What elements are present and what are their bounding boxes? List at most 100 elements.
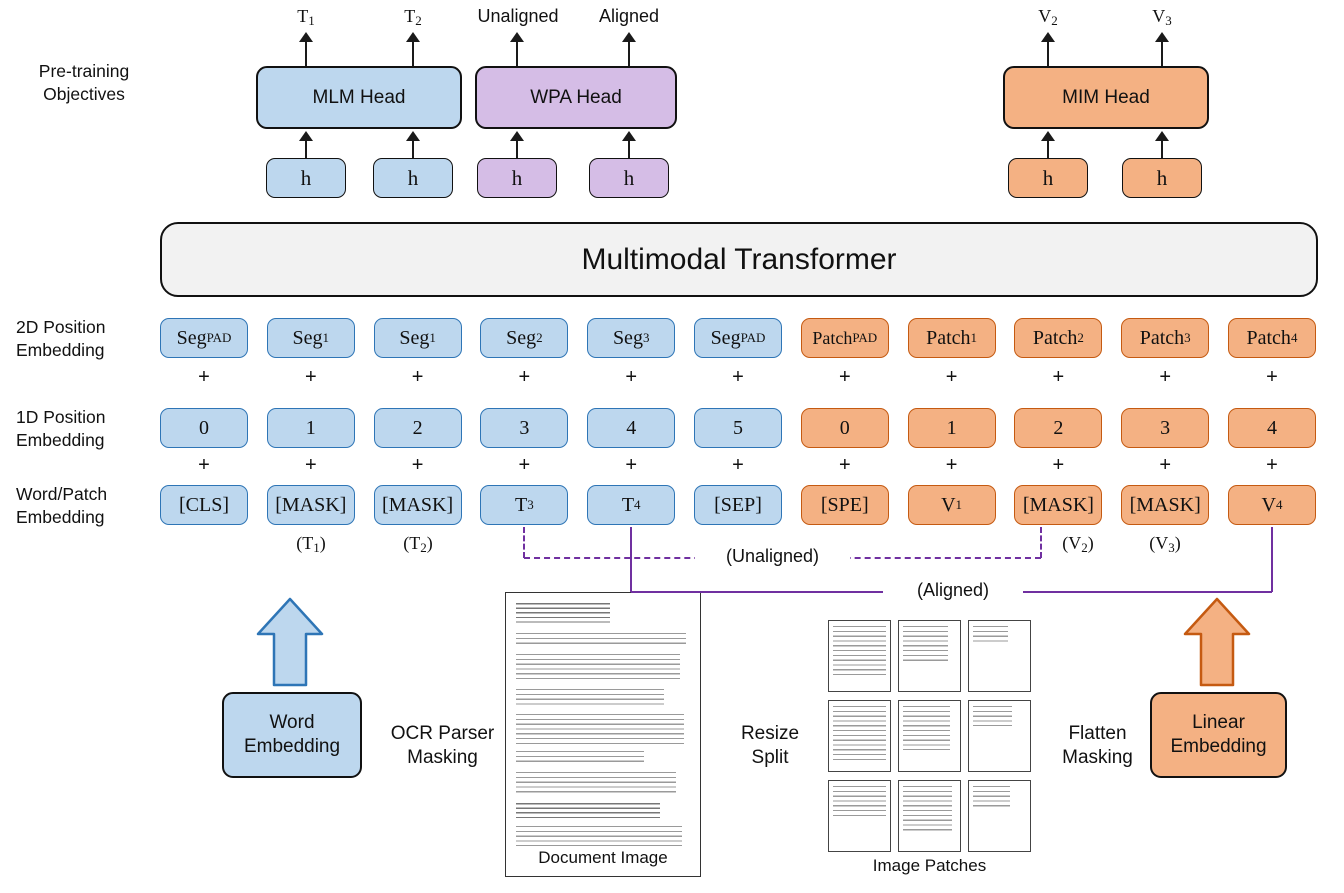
plus-sign: + [518,454,531,476]
plus-sign: + [518,366,531,388]
image-patch [898,700,961,772]
output-label-t2: T2 [404,6,422,28]
plus-sign: + [1159,366,1172,388]
token-pos1d-1: 1 [266,408,355,448]
mlm-head-box: MLM Head [256,66,462,129]
plus-sign: + [1159,454,1172,476]
document-image: Document Image [505,592,701,877]
token-pos1d-2: 2 [373,408,462,448]
row-1d-position: 0 1 2 3 4 5 0 1 2 3 4 [160,408,1316,448]
masking-line: Masking [1062,747,1133,769]
plus-row-2: + + + + + + + + + + + [160,454,1316,476]
image-patch [968,700,1031,772]
image-patches-grid [828,620,1031,852]
document-text-lines [516,654,680,682]
token-pos1d-9: 3 [1121,408,1210,448]
annotation-t2: (T2) [403,533,433,555]
plus-sign: + [1052,454,1065,476]
token-pos1d-8: 2 [1014,408,1103,448]
linear-embedding-box: Linear Embedding [1150,692,1287,778]
word-embedding-box: Word Embedding [222,692,362,778]
document-text-lines [516,826,682,846]
up-arrow-icon [1155,32,1169,66]
document-text-lines [516,751,644,765]
up-arrow-icon [1041,131,1055,158]
pos2d-row-label: 2D Position Embedding [16,317,106,361]
image-patch [898,780,961,852]
hidden-state-box: h [1008,158,1088,198]
ocr-parser-masking-label: OCR Parser Masking [380,722,505,771]
output-label-v2: V2 [1038,6,1058,28]
token-cls: [CLS] [160,485,248,525]
document-text-lines [516,689,664,707]
plus-sign: + [304,454,317,476]
resize-split-label: Resize Split [728,722,812,771]
token-spe: [SPE] [800,485,889,525]
masking-line: Masking [407,747,478,769]
token-mask-v3: [MASK] [1121,485,1210,525]
wordpatch-row-label: Word/Patch Embedding [16,484,108,528]
image-patch [828,620,891,692]
token-mask-v2: [MASK] [1014,485,1103,525]
wpa-head-box: WPA Head [475,66,677,129]
plus-sign: + [1266,366,1278,388]
ocr-parser-line: OCR Parser [390,723,495,744]
image-patches-label: Image Patches [872,856,987,875]
pos1d-row-label: 1D Position Embedding [16,407,106,451]
token-mask-t1: [MASK] [266,485,355,525]
token-pos1d-5: 5 [693,408,782,448]
hidden-state-box: h [477,158,557,198]
up-arrow-icon [622,32,636,66]
flatten-line: Flatten [1068,723,1127,744]
plus-sign: + [732,454,744,476]
plus-sign: + [411,366,424,388]
plus-sign: + [1266,454,1278,476]
pretraining-objectives-label: Pre-training Objectives [38,61,130,105]
annotation-v2: (V2) [1062,533,1094,555]
hidden-state-box: h [373,158,453,198]
token-pos1d-0: 0 [160,408,248,448]
image-patch [828,700,891,772]
hidden-state-box: h [266,158,346,198]
annotation-v3: (V3) [1149,533,1181,555]
resize-line: Resize [740,723,800,744]
document-text-lines [516,603,610,625]
up-arrow-icon [299,131,313,158]
up-arrow-icon [299,32,313,66]
document-text-lines [516,633,686,647]
mim-head-box: MIM Head [1003,66,1209,129]
aligned-connector-label: (Aligned) [883,580,1023,601]
plus-sign: + [838,366,851,388]
output-label-aligned: Aligned [598,6,660,26]
unaligned-connector-label: (Unaligned) [695,546,850,567]
up-arrow-icon [1041,32,1055,66]
document-text-lines [516,803,660,819]
plus-sign: + [304,366,317,388]
up-arrow-icon [510,131,524,158]
plus-sign: + [625,366,638,388]
up-arrow-icon [510,32,524,66]
image-patch [968,620,1031,692]
plus-sign: + [198,366,210,388]
token-sep: [SEP] [693,485,782,525]
token-mask-t2: [MASK] [373,485,462,525]
token-pos1d-6: 0 [800,408,889,448]
flatten-masking-label: Flatten Masking [1050,722,1145,771]
plus-sign: + [838,454,851,476]
up-arrow-icon [406,131,420,158]
document-image-label: Document Image [506,846,700,870]
